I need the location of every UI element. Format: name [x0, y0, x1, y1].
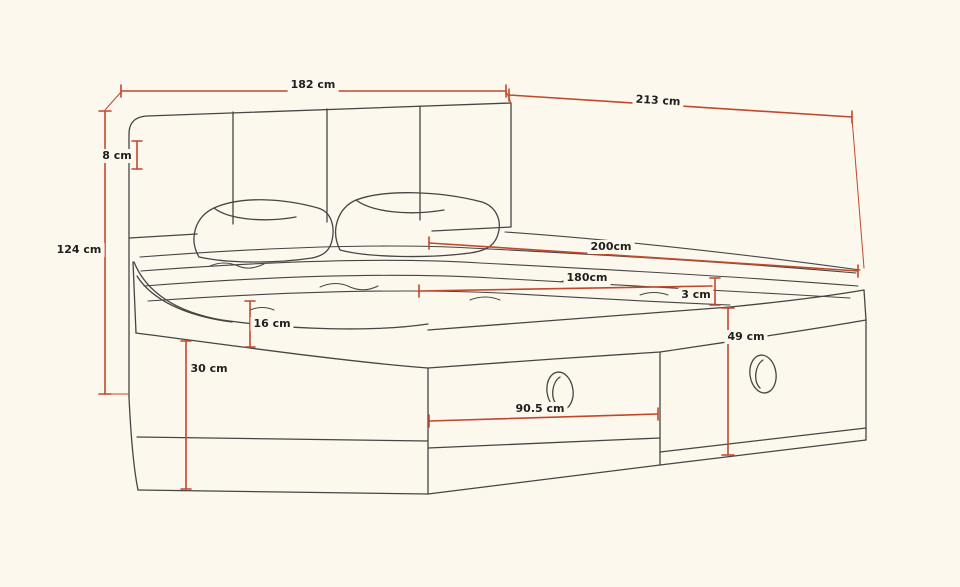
duvet-front-drape-2 — [136, 275, 233, 323]
mattress-bottom-right-edge — [427, 289, 865, 331]
dim-label-drawer-height: 30 cm — [187, 362, 231, 376]
headboard-bottom-left — [128, 233, 198, 239]
drawer-seam-middle — [427, 437, 661, 449]
mattress — [132, 261, 867, 334]
base-top-edge — [135, 319, 867, 369]
mattress-left-corner-edge — [132, 261, 137, 334]
pillow-right — [335, 192, 500, 258]
dim-line-topper-gap — [709, 277, 721, 306]
dim-line-mattress-length — [428, 236, 859, 278]
headboard-outline — [128, 102, 512, 398]
dim-line-drawer-width — [428, 407, 659, 428]
drawer-seam-left — [136, 436, 429, 442]
dim-label-mattress-length: 200cm — [587, 240, 635, 254]
dim-line-mattress-thickness — [244, 300, 256, 348]
drawer-handle-foot-inner — [755, 359, 764, 389]
bed-base — [128, 319, 867, 495]
headboard — [128, 102, 512, 398]
base-bottom-edge — [137, 439, 867, 495]
dim-line-mattress-width — [418, 284, 713, 298]
dim-label-mattress-thickness: 16 cm — [250, 317, 294, 331]
headboard-bottom-right — [431, 226, 512, 232]
base-left-edge — [128, 396, 139, 491]
pillows — [193, 192, 500, 263]
drawer-handle-foot — [749, 354, 777, 394]
drawer-handle-front-inner — [552, 376, 561, 406]
pillow-left-crease — [213, 207, 297, 221]
dim-line-bed-length — [508, 88, 865, 269]
dim-label-headboard-width: 182 cm — [287, 78, 339, 92]
dim-line-drawer-height — [180, 340, 192, 490]
dim-line-top-rail — [131, 140, 143, 170]
mattress-end-corner — [863, 289, 867, 321]
drawer-seam-foot — [659, 427, 867, 453]
dim-label-mattress-width: 180cm — [563, 271, 611, 285]
dim-label-drawer-width: 90.5 cm — [512, 402, 568, 416]
pillow-right-crease — [355, 199, 445, 214]
dim-label-top-rail: 8 cm — [99, 149, 135, 163]
duvet-front-drape — [133, 261, 429, 330]
dim-label-side-height: 49 cm — [724, 330, 768, 344]
dim-label-headboard-height: 124 cm — [53, 243, 105, 257]
dim-label-topper-gap: 3 cm — [678, 288, 714, 302]
pillow-left — [193, 199, 334, 263]
